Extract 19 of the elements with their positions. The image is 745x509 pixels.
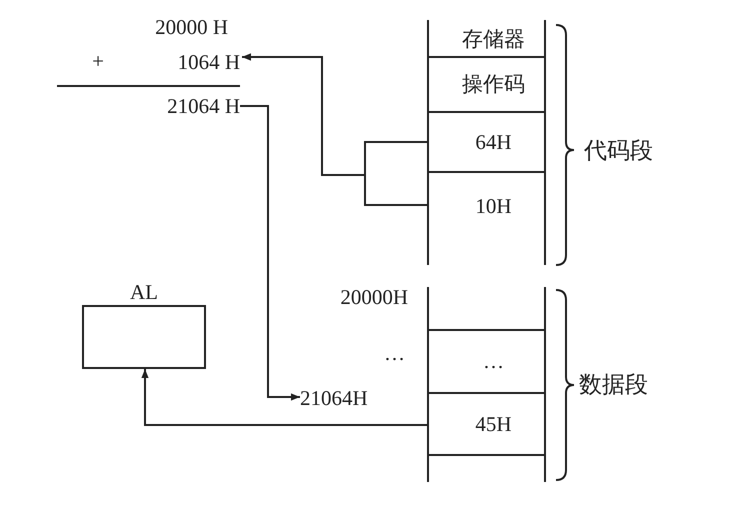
memory-cell: 64H — [430, 113, 543, 171]
plus-sign: + — [91, 51, 105, 72]
ellipsis: … — [383, 343, 405, 364]
arrow — [242, 53, 428, 206]
memory-cell: 存储器 — [430, 23, 543, 56]
segment-label: 数据段 — [579, 373, 649, 396]
memory-cell: 操作码 — [430, 58, 543, 111]
memory-cell: 10H — [430, 173, 543, 239]
address-text: 21064 H — [120, 94, 240, 118]
address-text: 20000H — [339, 287, 408, 308]
memory-cell: … — [430, 331, 543, 392]
segment-label: 代码段 — [584, 139, 654, 162]
register-label: AL — [130, 280, 158, 304]
arrow — [141, 369, 428, 426]
arrow — [240, 105, 300, 401]
address-text: 21064H — [300, 386, 408, 410]
memory-cell: 45H — [430, 394, 543, 454]
address-text: 1064 H — [150, 50, 240, 74]
sum-operand: 20000 H — [154, 17, 228, 38]
